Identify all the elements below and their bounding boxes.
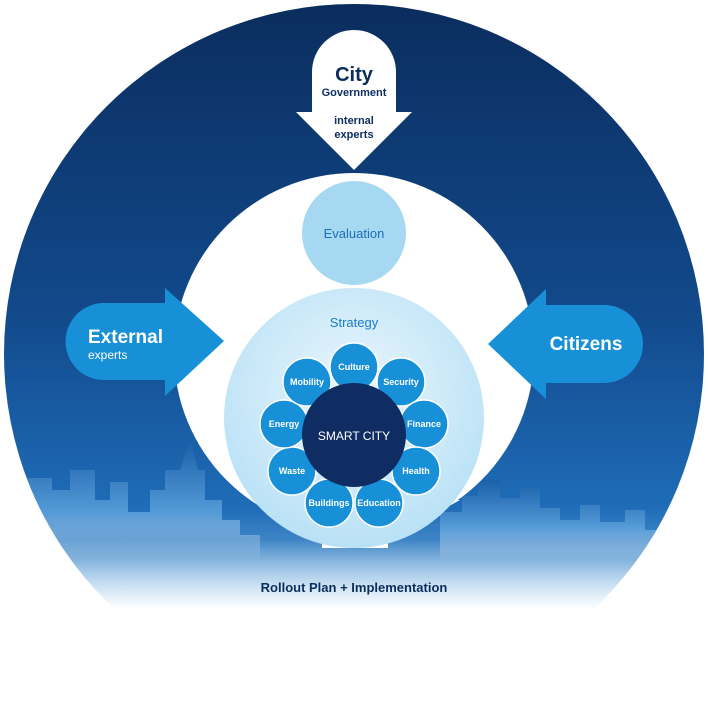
domain-label: Mobility: [290, 377, 324, 387]
domain-label: Buildings: [309, 498, 350, 508]
bottom-white: [0, 608, 708, 710]
evaluation-circle: [302, 181, 406, 285]
city-government-subtitle: Government: [322, 87, 387, 99]
city-government-arrow: [296, 30, 412, 170]
domain-label: Culture: [338, 362, 370, 372]
domain-mobility: Mobility: [282, 357, 332, 407]
evaluation-label: Evaluation: [324, 226, 385, 241]
city-government-title: City: [335, 64, 374, 86]
domain-health: Health: [391, 446, 441, 496]
external-experts-subtitle: experts: [88, 348, 127, 362]
rollout-label: Rollout Plan + Implementation: [261, 580, 448, 595]
smart-city-label: SMART CITY: [318, 429, 390, 443]
domain-label: Health: [402, 466, 430, 476]
domain-label: Energy: [269, 419, 300, 429]
domain-energy: Energy: [259, 399, 309, 449]
bottom-fade: [0, 540, 708, 610]
internal-experts-line2: experts: [334, 129, 373, 141]
smart-city-core: [302, 383, 406, 487]
external-experts-arrow: [65, 288, 224, 396]
domain-security: Security: [376, 357, 426, 407]
strategy-label: Strategy: [330, 315, 379, 330]
domain-label: Security: [383, 377, 419, 387]
domain-finance: Finance: [399, 399, 449, 449]
citizens-arrow: [488, 289, 643, 399]
internal-experts-line1: internal: [334, 115, 374, 127]
domain-petals: Culture Security Finance Health Educatio…: [259, 342, 449, 528]
domain-label: Waste: [279, 466, 305, 476]
citizens-title: Citizens: [550, 334, 623, 355]
domain-label: Finance: [407, 419, 441, 429]
external-experts-title: External: [88, 327, 163, 348]
domain-label: Education: [357, 498, 401, 508]
